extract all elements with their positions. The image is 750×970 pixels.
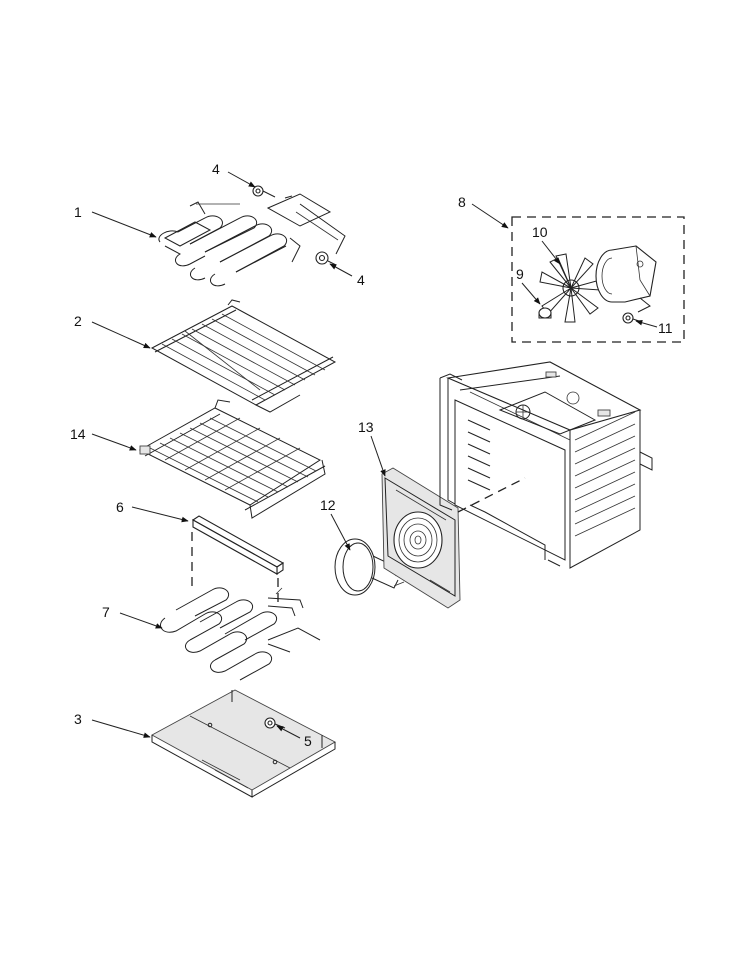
screw-part-4-lower (315, 251, 337, 266)
callout-3: 3 (74, 711, 82, 727)
callout-1: 1 (74, 204, 82, 220)
callout-8: 8 (458, 194, 466, 210)
callout-2: 2 (74, 313, 82, 329)
callout-6: 6 (116, 499, 124, 515)
callout-4-upper: 4 (212, 161, 220, 177)
roll-out-rack (138, 399, 326, 519)
callout-10: 10 (532, 224, 548, 240)
callout-4-lower: 4 (357, 272, 365, 288)
callout-14: 14 (70, 426, 86, 442)
vent-strip (191, 515, 285, 605)
oven-rack (150, 299, 337, 413)
oven-cavity (439, 361, 653, 569)
callout-12: 12 (320, 497, 336, 513)
bake-element (160, 587, 321, 681)
broil-element (158, 193, 346, 287)
callout-labels: 1 2 14 3 4 4 5 6 7 8 9 10 11 12 13 (70, 161, 673, 749)
screw-part-4-upper (252, 185, 276, 198)
callout-13: 13 (358, 419, 374, 435)
fan-motor (595, 245, 657, 313)
convection-motor-group (511, 216, 685, 343)
callout-11: 11 (658, 320, 673, 336)
callout-5: 5 (304, 733, 312, 749)
callout-7: 7 (102, 604, 110, 620)
motor-spacer (538, 307, 552, 319)
callout-leaders (91, 171, 658, 739)
callout-9: 9 (516, 266, 524, 282)
oven-bottom-panel (151, 689, 336, 798)
